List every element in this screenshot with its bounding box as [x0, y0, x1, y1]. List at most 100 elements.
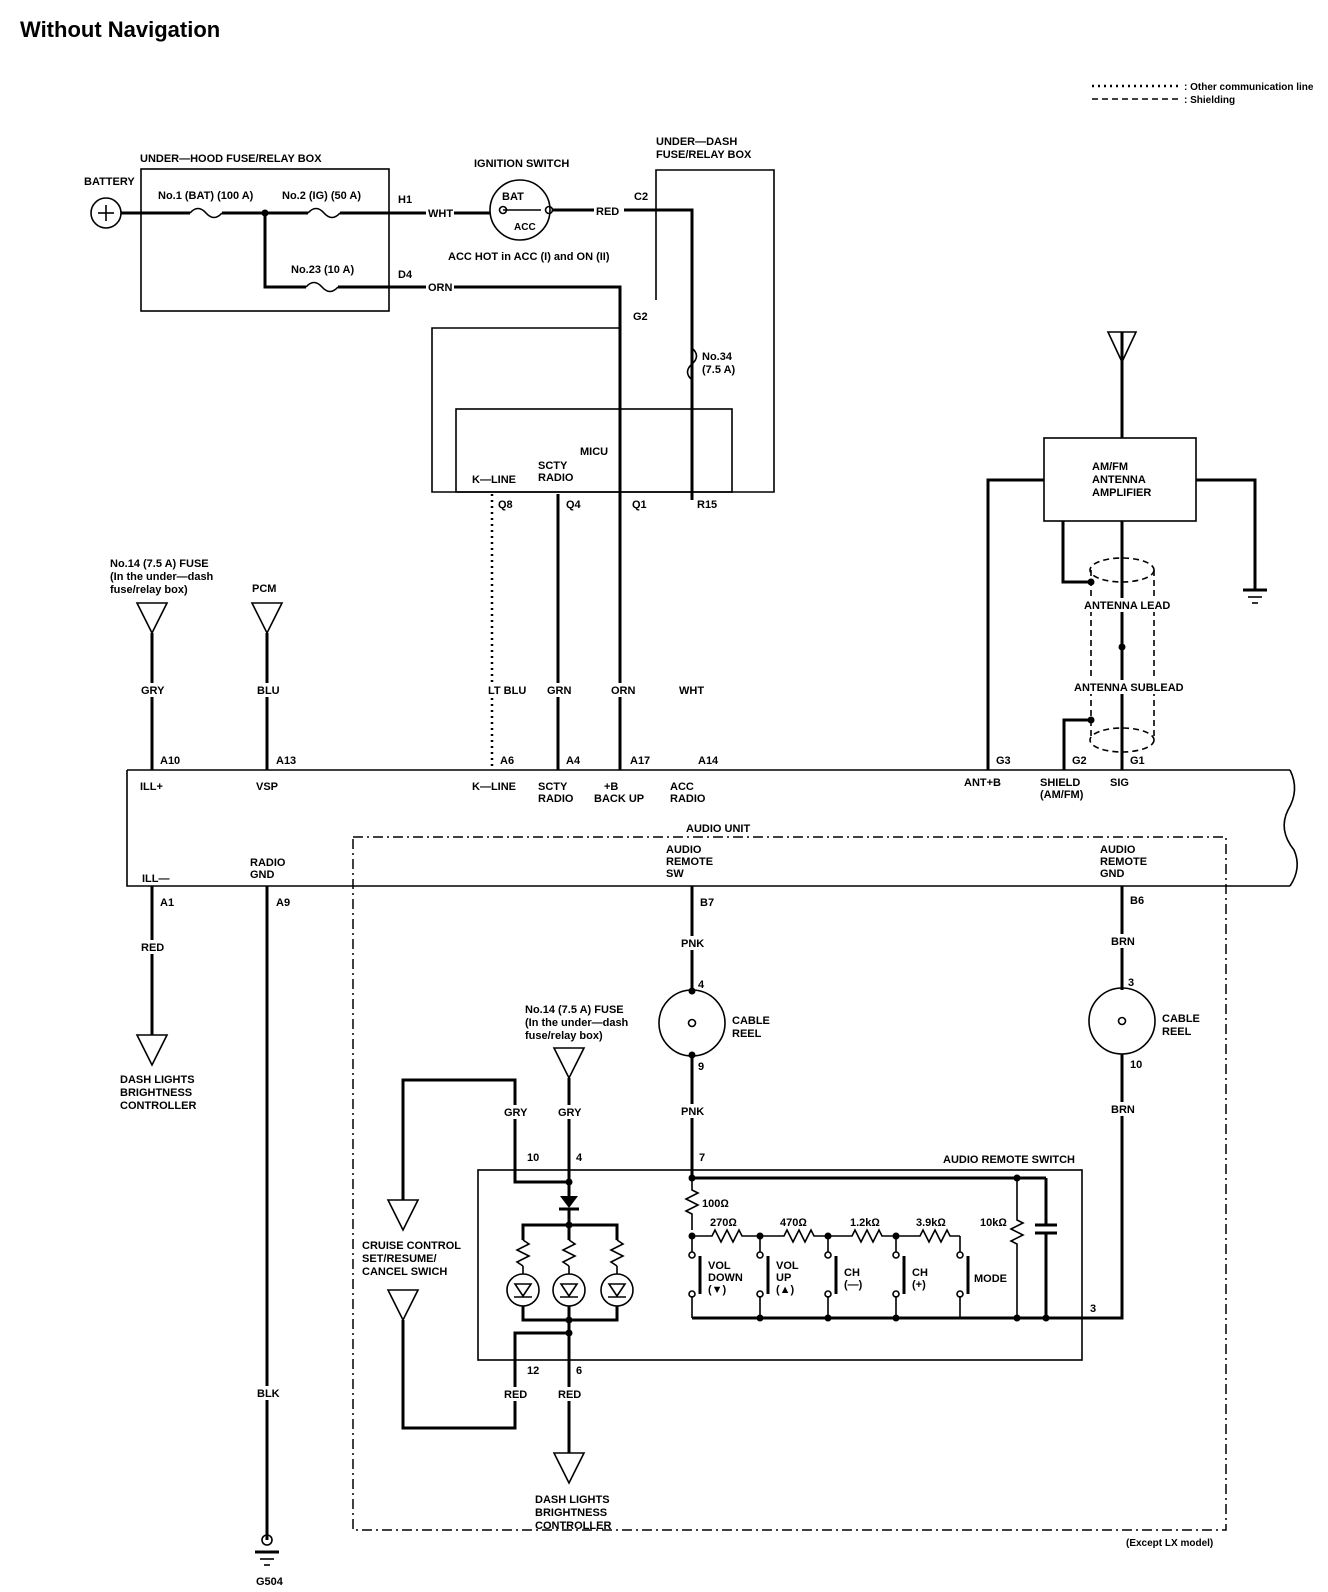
- switch-contact: [688, 1251, 696, 1259]
- battery-label: BATTERY: [84, 176, 135, 188]
- pin-radio-gnd-1: RADIO: [250, 857, 286, 869]
- terminal-r15: R15: [697, 499, 717, 511]
- label-bg: [594, 204, 624, 218]
- legend-other-line: : Other communication line: [1184, 82, 1314, 93]
- pin-remote-sw-3: SW: [666, 868, 684, 880]
- terminal-q4: Q4: [566, 499, 582, 511]
- cable-reel-label-1: CABLE: [732, 1015, 770, 1027]
- led-icon-2: [552, 1273, 586, 1307]
- terminal-q8: Q8: [498, 499, 513, 511]
- audio-unit-label: AUDIO UNIT: [686, 823, 750, 835]
- under-hood-box-label: UNDER—HOOD FUSE/RELAY BOX: [140, 153, 322, 165]
- label-bg: [556, 1387, 584, 1401]
- wire-label-orn-2: ORN: [611, 685, 636, 697]
- power-section: BATTERY UNDER—HOOD FUSE/RELAY BOX No.1 (…: [84, 136, 775, 770]
- audio-unit-break-edge: [1283, 769, 1298, 887]
- label-bg: [677, 683, 705, 697]
- resistor-100-label: 100Ω: [702, 1198, 729, 1210]
- mode-label: MODE: [974, 1273, 1007, 1285]
- pin-sig: SIG: [1110, 777, 1129, 789]
- pin-remote-gnd-1: AUDIO: [1100, 844, 1136, 856]
- lamp-leads: [522, 1266, 618, 1274]
- label-bg: [1109, 1102, 1137, 1116]
- dash-ctrl-connector-icon: [135, 1034, 169, 1067]
- wire-label-lt-blu: LT BLU: [488, 685, 526, 697]
- terminal-a1: A1: [160, 897, 174, 909]
- except-lx-note: (Except LX model): [1126, 1538, 1213, 1549]
- pcm-label: PCM: [252, 583, 276, 595]
- wire-label-pnk: PNK: [681, 938, 704, 950]
- switch-contact: [956, 1251, 964, 1259]
- label-bg: [502, 1105, 530, 1119]
- ignition-acc-contact: [544, 205, 554, 215]
- wire-shield-lower: [1062, 718, 1091, 770]
- switch-mode: MODE: [956, 1236, 1007, 1318]
- dash-ctrl2-label-1: DASH LIGHTS: [535, 1494, 610, 1506]
- pin-scty: SCTY: [538, 781, 568, 793]
- audio-remote-switch-box: [477, 1169, 1083, 1361]
- wire-to-fuse23: [263, 213, 306, 289]
- resistor-ladder: [692, 1228, 960, 1244]
- ch-minus-label-1: CH: [844, 1267, 860, 1279]
- vol-down-label-2: DOWN: [708, 1272, 743, 1284]
- under-dash-label-2: FUSE/RELAY BOX: [656, 149, 752, 161]
- ch-plus-label-2: (+): [912, 1279, 926, 1291]
- legend-shielding: : Shielding: [1184, 95, 1235, 106]
- terminal-q1: Q1: [632, 499, 647, 511]
- wire-label-wht: WHT: [428, 208, 453, 220]
- wire-label-orn: ORN: [428, 282, 453, 294]
- resistor-3k9-label: 3.9kΩ: [916, 1217, 946, 1229]
- vol-up-label-1: VOL: [776, 1260, 799, 1272]
- junction-dot: [1118, 643, 1126, 651]
- micu-radio: RADIO: [538, 472, 574, 484]
- micu-k-line: K—LINE: [472, 474, 516, 486]
- fuse-14-label-1: No.14 (7.5 A) FUSE: [110, 558, 209, 570]
- fuse-1-label: No.1 (BAT) (100 A): [158, 190, 254, 202]
- junction-dot: [824, 1314, 832, 1322]
- resistor-lamp-3: [609, 1239, 625, 1267]
- fuse-14-label-2: (In the under—dash: [110, 571, 214, 583]
- vol-up-label-3: (▲): [776, 1284, 795, 1296]
- reel-contact: [688, 1051, 696, 1059]
- wire-label-red: RED: [596, 206, 619, 218]
- pin-ill-plus: ILL+: [140, 781, 163, 793]
- micu-box: [455, 408, 733, 493]
- cruise-label-2: SET/RESUME/: [362, 1253, 437, 1265]
- fuse-23-label: No.23 (10 A): [291, 264, 355, 276]
- junction-dot: [1042, 1314, 1050, 1322]
- pcm-connector-icon: [250, 602, 284, 635]
- antenna-sublead-label: ANTENNA SUBLEAD: [1074, 682, 1184, 694]
- capacitor-icon: [1035, 1178, 1057, 1318]
- pin-remote-sw-2: REMOTE: [666, 856, 713, 868]
- label-bg: [255, 683, 283, 697]
- wire-pin7-top-bus: [690, 1170, 1046, 1180]
- junction-dot: [565, 1316, 573, 1324]
- cruise-connector-bottom-icon: [386, 1289, 420, 1322]
- switch-contact: [756, 1290, 764, 1298]
- switch-pin-4: 4: [576, 1152, 583, 1164]
- diagram-title: Without Navigation: [20, 17, 220, 42]
- wire-label-grn: GRN: [547, 685, 572, 697]
- terminal-h1: H1: [398, 194, 412, 206]
- reel-pin-4: 4: [698, 979, 705, 991]
- resistor-270-label: 270Ω: [710, 1217, 737, 1229]
- label-bg: [502, 1387, 530, 1401]
- pin-radio: RADIO: [538, 793, 574, 805]
- pin-remote-gnd-3: GND: [1100, 868, 1125, 880]
- resistor-470-label: 470Ω: [780, 1217, 807, 1229]
- terminal-a14: A14: [698, 755, 719, 767]
- dash-ctrl-label-2: BRIGHTNESS: [120, 1087, 192, 1099]
- wire-amp-ground: [1196, 478, 1257, 590]
- led-icon-1: [506, 1273, 540, 1307]
- ground-label: G504: [256, 1576, 284, 1588]
- terminal-a13: A13: [276, 755, 296, 767]
- switch-vol-up: VOL UP (▲): [756, 1236, 799, 1318]
- wire-label-wht-2: WHT: [679, 685, 704, 697]
- label-bg: [1082, 598, 1162, 612]
- wire-shield-upper: [1061, 521, 1091, 584]
- terminal-d4: D4: [398, 269, 413, 281]
- wire-gry-cruise: [401, 1078, 517, 1200]
- terminal-b6: B6: [1130, 895, 1144, 907]
- reel-contact: [688, 987, 696, 995]
